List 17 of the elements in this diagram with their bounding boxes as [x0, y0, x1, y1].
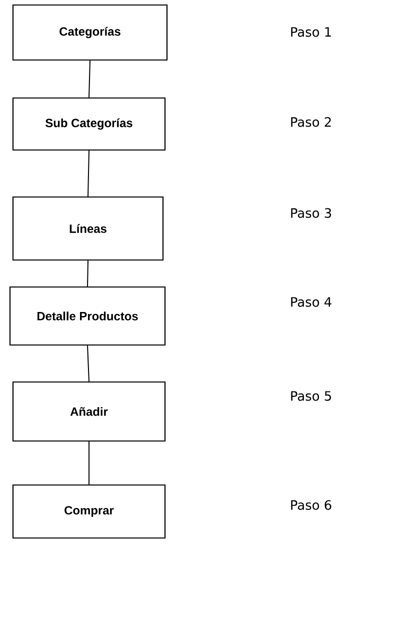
step-label: Paso 4	[291, 297, 332, 307]
process-box: Categorías	[12, 4, 168, 61]
connector-line	[87, 345, 90, 382]
process-box: Comprar	[12, 484, 166, 539]
process-box: Detalle Productos	[9, 286, 166, 346]
step-label: Paso 1	[291, 27, 331, 37]
step-label: Paso 3	[291, 208, 332, 218]
connector-line	[88, 60, 90, 98]
process-box: Sub Categorías	[12, 97, 166, 151]
step-label: Paso 2	[291, 117, 331, 127]
process-box: Añadir	[12, 381, 166, 442]
connector-line	[88, 150, 90, 197]
step-label: Paso 5	[291, 391, 331, 401]
connector-line	[87, 260, 88, 287]
step-label: Paso 6	[291, 500, 332, 510]
connector-line	[88, 441, 90, 485]
process-box: Líneas	[12, 196, 164, 261]
